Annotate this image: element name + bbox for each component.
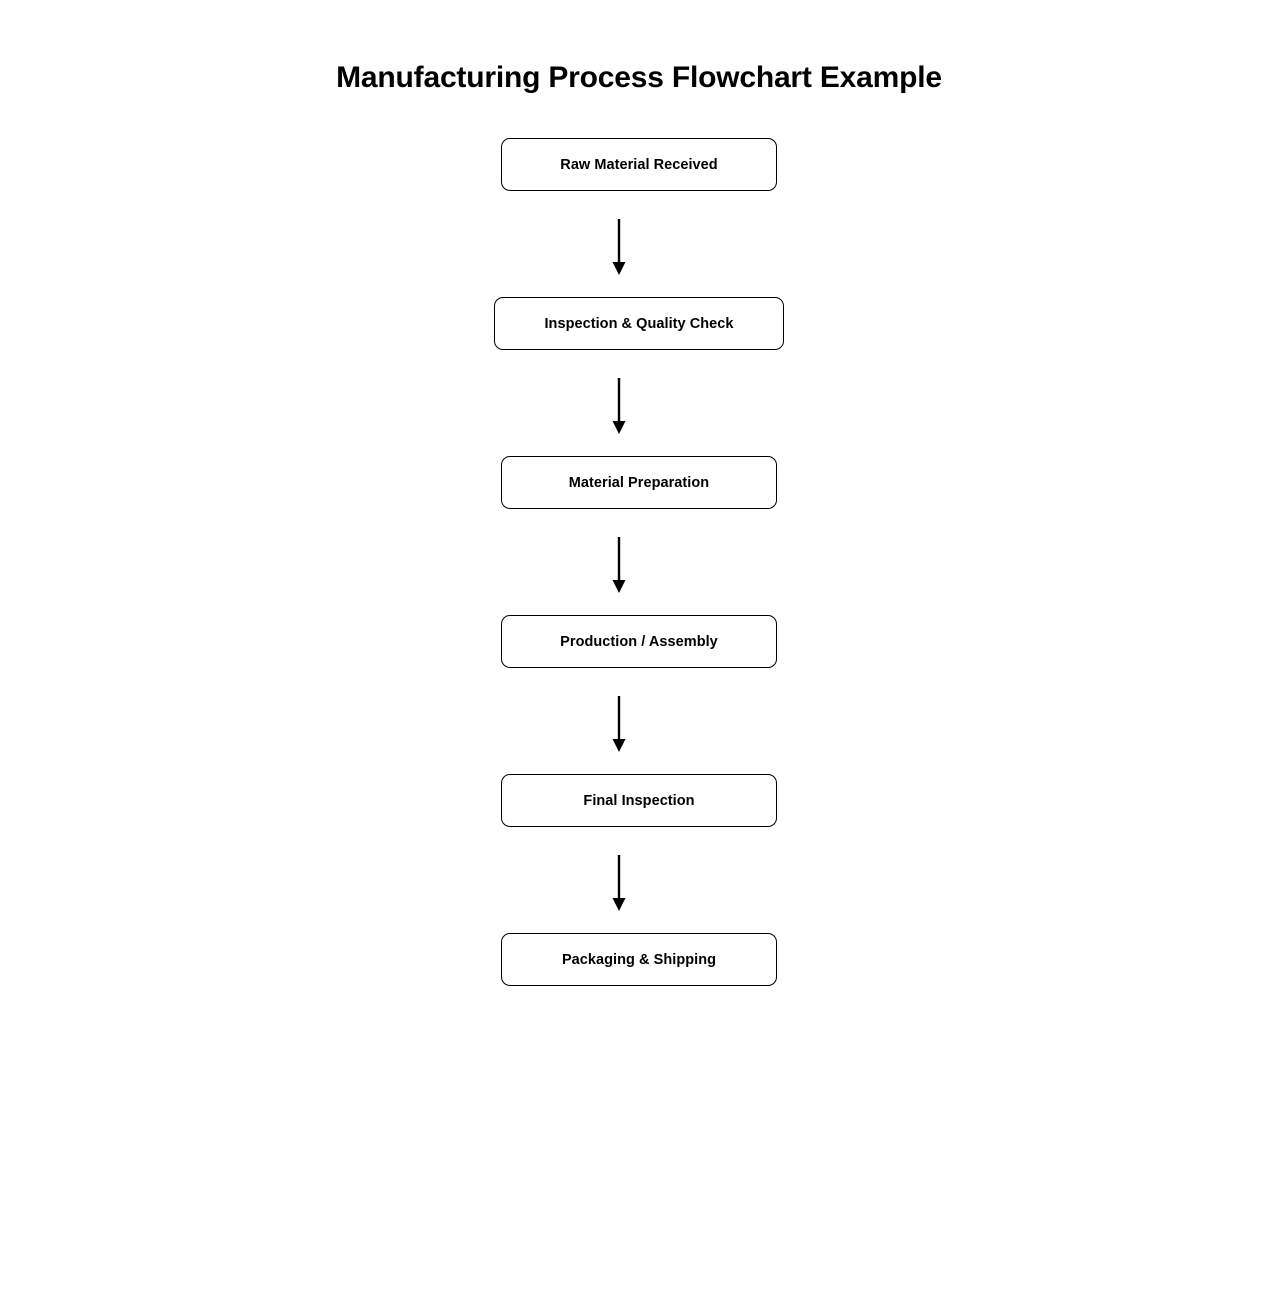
flow-node-packaging-shipping[interactable]: Packaging & Shipping (501, 933, 777, 986)
flow-node-label: Final Inspection (583, 792, 695, 809)
flow-node-material-preparation[interactable]: Material Preparation (501, 456, 777, 509)
flow-connector-arrow-down (599, 219, 639, 275)
flow-node-final-inspection[interactable]: Final Inspection (501, 774, 777, 827)
page-title: Manufacturing Process Flowchart Example (336, 61, 942, 94)
flow-node-label: Raw Material Received (560, 156, 718, 173)
flow-connector-arrow-down (599, 537, 639, 593)
flow-node-label: Material Preparation (568, 474, 710, 491)
flow-node-label: Inspection & Quality Check (544, 315, 734, 332)
flow-connector-arrow-down (599, 855, 639, 911)
flow-node-inspection-quality-check[interactable]: Inspection & Quality Check (494, 297, 784, 350)
flow-node-production-assembly[interactable]: Production / Assembly (501, 615, 777, 668)
flow-node-label: Production / Assembly (560, 633, 718, 650)
flow-node-raw-material-received[interactable]: Raw Material Received (501, 138, 777, 191)
flow-connector-arrow-down (599, 378, 639, 434)
flow-connector-arrow-down (599, 696, 639, 752)
flow-node-label: Packaging & Shipping (561, 951, 717, 968)
